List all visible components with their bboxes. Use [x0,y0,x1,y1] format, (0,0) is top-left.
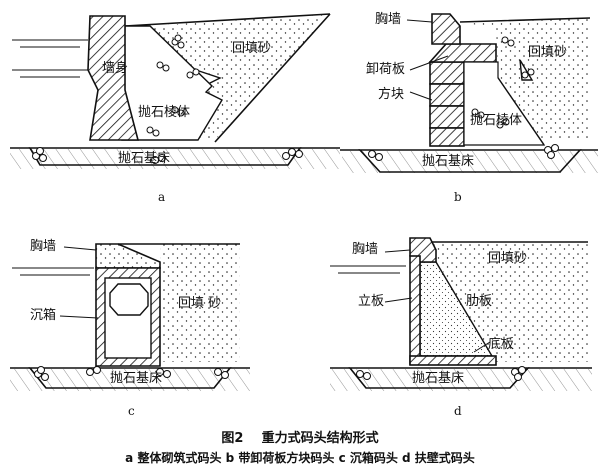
label-backfill-c: 回填 砂 [178,296,222,311]
leader-lines [59,19,491,353]
breast-wall-b [431,13,461,45]
backfill-slope-a [124,13,331,143]
label-breast-wall-d: 胸墙 [352,242,379,257]
figure-legend: a 整体砌筑式码头 b 带卸荷板方块码头 c 沉箱码头 d 扶壁式码头 [125,451,475,465]
vertical-slab-d [409,255,421,365]
water-lines-c [12,267,94,276]
rubble-stones-d [356,366,526,381]
label-breast-wall-c: 胸墙 [30,239,57,254]
rubble-stones-b [368,36,559,161]
panel-d [330,237,592,391]
sublabel-a: a [158,190,166,204]
ground-hatch-b [342,151,598,173]
label-backfill-d: 回填砂 [488,251,528,266]
label-relief-slab-b: 卸荷板 [366,62,406,77]
label-rubble-bed-b: 抛石基床 [422,154,475,169]
rubble-stones-a [32,34,303,164]
bottom-slab-d [409,355,497,366]
sublabel-b: b [454,190,462,204]
figure-title: 重力式码头结构形式 [261,431,379,446]
label-rubble-bed-a: 抛石基床 [118,151,171,166]
figure-caption: 图2 重力式码头结构形式 [0,427,600,446]
panel-c [10,243,250,391]
label-rubble-bed-d: 抛石基床 [412,371,465,386]
rubble-stones-c [34,366,229,381]
panel-a [10,13,340,169]
water-lines-a [12,39,88,78]
rubble-prism-b [463,61,546,146]
breast-wall-c [95,243,161,269]
ground-hatch-d [330,369,592,391]
sublabel-d: d [454,404,462,418]
wall-body-a [87,15,140,141]
sublabel-c: c [128,404,135,418]
water-lines-d [330,265,406,274]
caisson-opening-c [109,283,149,316]
ground-hatch-c [10,369,250,391]
label-rubble-bed-c: 抛石基床 [110,371,163,386]
ground-hatch-a [10,149,340,169]
figure-number: 图2 [221,431,244,446]
label-rubble-prism-a: 抛石棱体 [138,105,191,120]
backfill-region-c [160,244,240,362]
block-column-b [429,61,465,147]
label-breast-wall-b: 胸墙 [375,12,402,27]
label-rubble-prism-b: 抛石棱体 [470,113,523,128]
panel-b [340,13,598,173]
label-backfill-a: 回填砂 [232,41,272,56]
label-wall-body-a: 墙身 [102,61,129,76]
label-block-b: 方块 [378,87,405,102]
label-vertical-slab-d: 立板 [358,294,385,309]
label-bottom-slab-d: 底板 [488,337,515,352]
backfill-region-d [420,242,588,362]
label-caisson-c: 沉箱 [30,308,57,323]
label-rib-slab-d: 肋板 [466,294,493,309]
label-backfill-b: 回填砂 [528,45,568,60]
